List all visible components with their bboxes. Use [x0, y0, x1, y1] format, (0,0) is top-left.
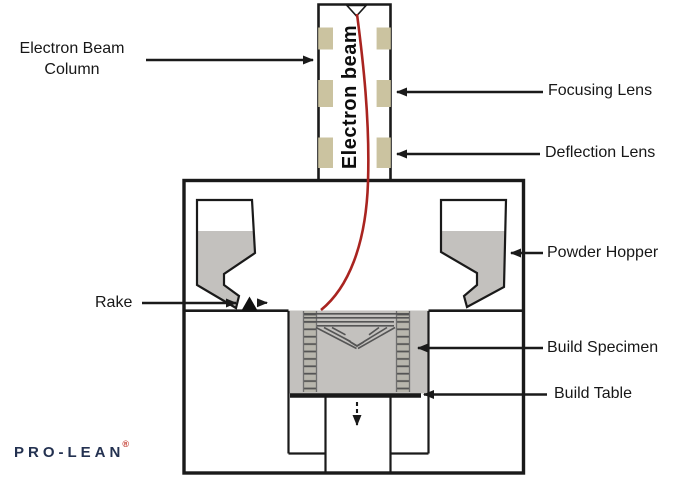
registered-mark-icon: ® — [122, 439, 129, 449]
label-rake: Rake — [95, 294, 133, 311]
lens-blocks — [318, 27, 391, 168]
hopper-left-powder-fill — [197, 231, 255, 308]
powder-hopper-right — [439, 198, 508, 309]
label-build-specimen: Build Specimen — [547, 339, 659, 356]
logo-text: PRO-LEAN — [14, 444, 125, 461]
label-electron-beam: Electron beam — [339, 24, 361, 170]
powder-hopper-left — [195, 198, 257, 310]
hopper-right-outline — [439, 198, 508, 309]
specimen-wall-left — [303, 311, 317, 392]
pro-lean-logo: PRO-LEAN® — [14, 439, 131, 461]
focusing-lens-block-right — [376, 80, 391, 107]
rake-marker-icon — [241, 296, 258, 311]
piston-shaft-walls — [324, 397, 392, 473]
hopper-right-powder-fill — [441, 231, 506, 307]
build-tank-walls — [287, 311, 430, 454]
callout-arrows — [142, 55, 547, 399]
electron-beam-path — [320, 13, 370, 312]
label-electron-beam-column: Electron Beam Column — [19, 40, 125, 78]
label-focusing-lens: Focusing Lens — [548, 82, 653, 99]
build-specimen-hatching — [304, 313, 409, 350]
deflection-lens-block-left — [318, 137, 333, 168]
label-powder-hopper: Powder Hopper — [547, 244, 659, 261]
vacuum-chamber-outline — [182, 178, 526, 475]
build-tank — [287, 311, 430, 473]
label-build-table: Build Table — [554, 385, 632, 402]
focusing-lens-block-left — [318, 80, 333, 107]
upper-lens-block-right — [376, 27, 391, 50]
electron-gun-icon — [345, 4, 368, 18]
deflection-lens-block-right — [376, 137, 391, 168]
specimen-wall-edges — [302, 311, 411, 392]
upper-lens-block-left — [318, 27, 333, 50]
label-deflection-lens: Deflection Lens — [545, 144, 656, 161]
hopper-left-outline — [195, 198, 257, 310]
specimen-wall-right — [396, 311, 410, 392]
build-specimen-walls — [302, 311, 411, 392]
